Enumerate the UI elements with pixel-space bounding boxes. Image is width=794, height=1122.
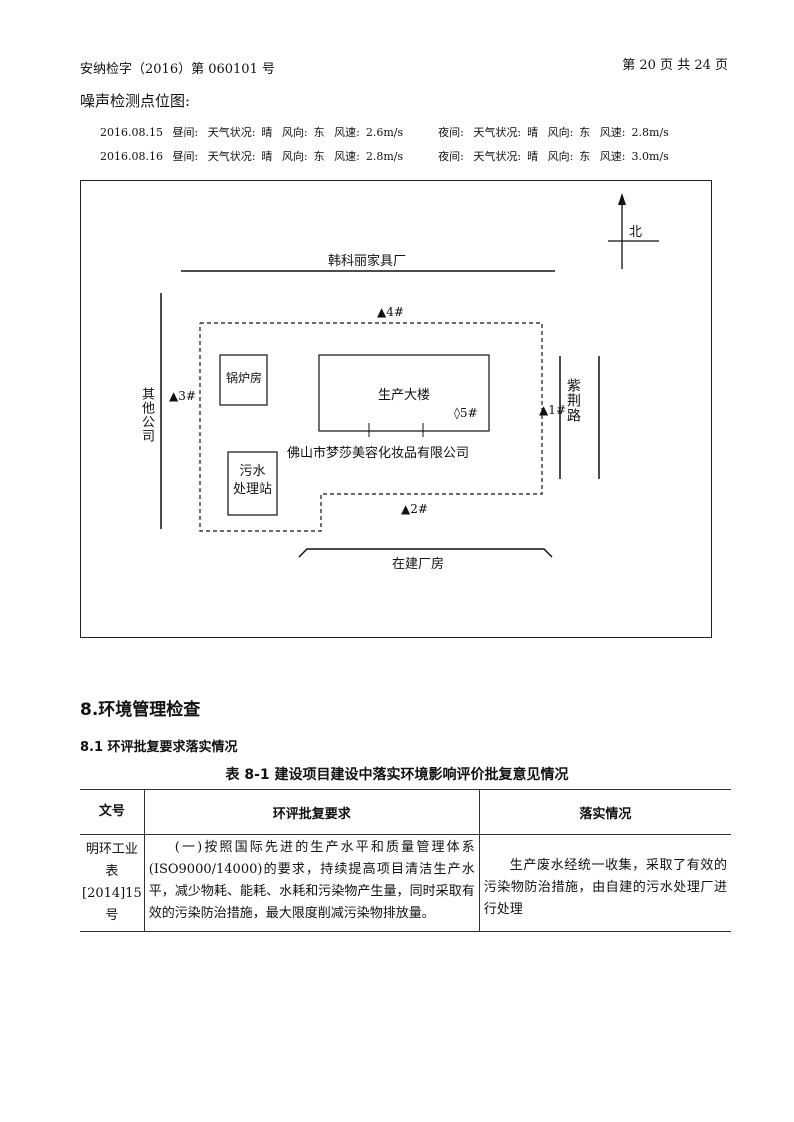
monitoring-point-map: 北 韩科丽家具厂 其他公司 紫荆路 在建厂房 锅炉房 生产大楼 污水 处理站 佛… (80, 180, 712, 638)
road-label: 紫荆路 (565, 378, 581, 423)
section-8-1-title: 8.1 环评批复要求落实情况 (80, 740, 238, 755)
top-neighbor-label: 韩科丽家具厂 (328, 254, 407, 269)
sewage-station-label: 污水 处理站 (232, 464, 272, 497)
table-row: 明环工业表[2014]15 号 (一)按照国际先进的生产水平和质量管理体系(IS… (80, 834, 731, 932)
weather-date: 2016.08.15 (100, 126, 163, 139)
section-8-title: 8.环境管理检查 (80, 700, 201, 720)
point-1-marker: ▲1# (539, 403, 566, 417)
point-5-marker: ◊5# (454, 406, 478, 420)
approval-table: 文号 环评批复要求 落实情况 明环工业表[2014]15 号 (一)按照国际先进… (80, 789, 731, 932)
production-building-label: 生产大楼 (377, 388, 430, 403)
header-status: 落实情况 (478, 789, 731, 835)
sewage-station-box (227, 451, 278, 516)
table-header-row: 文号 环评批复要求 落实情况 (80, 789, 731, 835)
boiler-room-label: 锅炉房 (225, 371, 262, 385)
table-caption: 表 8-1 建设项目建设中落实环境影响评价批复意见情况 (225, 767, 569, 783)
company-name-label: 佛山市梦莎美容化妆品有限公司 (287, 446, 470, 461)
page-indicator: 第 20 页 共 24 页 (622, 58, 728, 73)
weather-date: 2016.08.16 (100, 150, 163, 163)
left-neighbor-label: 其他公司 (139, 387, 154, 443)
weather-row: 2016.08.16 昼间: 天气状况:晴 风向:东 风速:2.8m/s 夜间:… (100, 150, 669, 163)
weather-row: 2016.08.15 昼间: 天气状况:晴 风向:东 风速:2.6m/s 夜间:… (100, 126, 669, 139)
point-4-marker: ▲4# (377, 305, 404, 319)
cell-status: 生产废水经统一收集，采取了有效的污染物防治措施，由自建的污水处理厂进行处理 (478, 834, 731, 932)
section-title: 噪声检测点位图: (80, 92, 191, 110)
north-arrow-head (618, 193, 626, 205)
header-doc-no: 文号 (80, 789, 145, 835)
north-label: 北 (629, 225, 643, 240)
factory-boundary (199, 322, 543, 532)
header-requirement: 环评批复要求 (143, 789, 480, 835)
document-number: 安纳检字（2016）第 060101 号 (80, 62, 275, 77)
point-3-marker: ▲3# (169, 389, 196, 403)
map-drawing (160, 193, 659, 558)
point-2-marker: ▲2# (401, 502, 428, 516)
production-building-box (318, 354, 490, 432)
cell-requirement: (一)按照国际先进的生产水平和质量管理体系(ISO9000/14000)的要求，… (143, 834, 480, 932)
cell-doc-no: 明环工业表[2014]15 号 (80, 834, 145, 932)
bottom-neighbor-label: 在建厂房 (392, 557, 445, 572)
bottom-neighbor-line (298, 548, 553, 558)
boiler-room-box (219, 354, 268, 406)
